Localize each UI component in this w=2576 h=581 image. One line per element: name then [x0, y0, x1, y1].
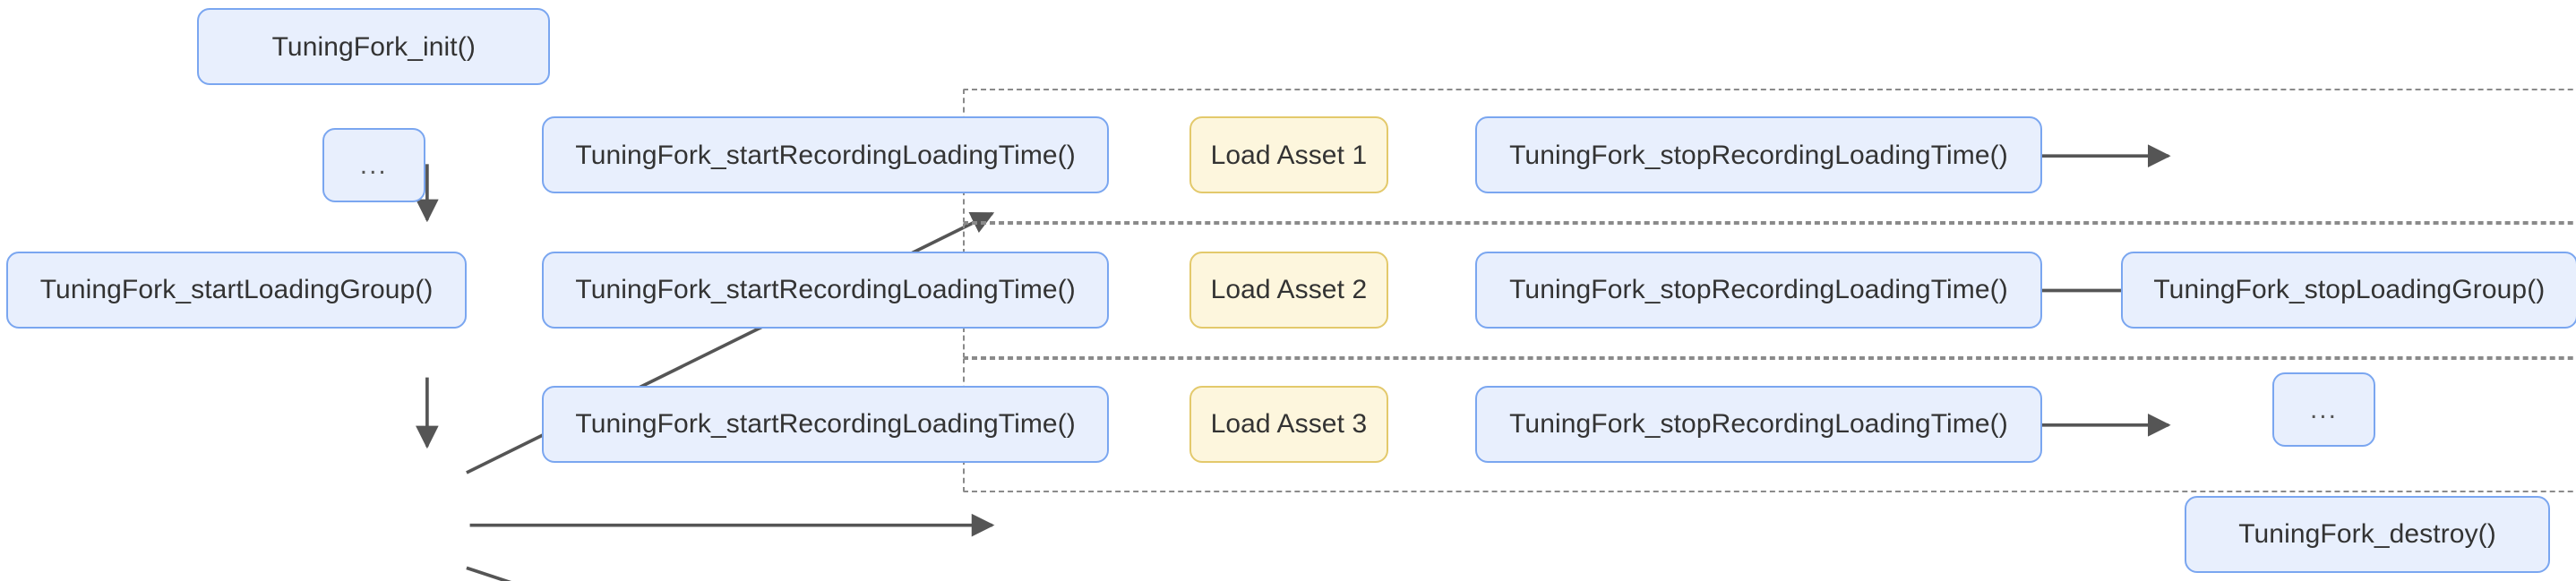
- node-ellipsis-bottom[interactable]: ...: [2271, 372, 2376, 447]
- node-stop-recording-1[interactable]: TuningFork_stopRecordingLoadingTime(): [1475, 116, 2042, 194]
- node-load-asset-1[interactable]: Load Asset 1: [1189, 116, 1388, 194]
- node-tuningfork-init[interactable]: TuningFork_init(): [197, 8, 551, 86]
- node-stop-loading-group[interactable]: TuningFork_stopLoadingGroup(): [2120, 251, 2576, 329]
- node-load-asset-2[interactable]: Load Asset 2: [1189, 251, 1388, 329]
- node-start-recording-2[interactable]: TuningFork_startRecordingLoadingTime(): [542, 251, 1110, 329]
- edge-startgroup-to-row3: [466, 566, 512, 581]
- node-start-recording-1[interactable]: TuningFork_startRecordingLoadingTime(): [542, 116, 1110, 194]
- node-stop-recording-3[interactable]: TuningFork_stopRecordingLoadingTime(): [1475, 385, 2042, 463]
- node-start-loading-group[interactable]: TuningFork_startLoadingGroup(): [6, 251, 467, 329]
- node-tuningfork-destroy[interactable]: TuningFork_destroy(): [2185, 495, 2550, 573]
- node-ellipsis-top[interactable]: ...: [322, 128, 426, 202]
- node-stop-recording-2[interactable]: TuningFork_stopRecordingLoadingTime(): [1475, 251, 2042, 329]
- node-load-asset-3[interactable]: Load Asset 3: [1189, 385, 1388, 463]
- node-start-recording-3[interactable]: TuningFork_startRecordingLoadingTime(): [542, 385, 1110, 463]
